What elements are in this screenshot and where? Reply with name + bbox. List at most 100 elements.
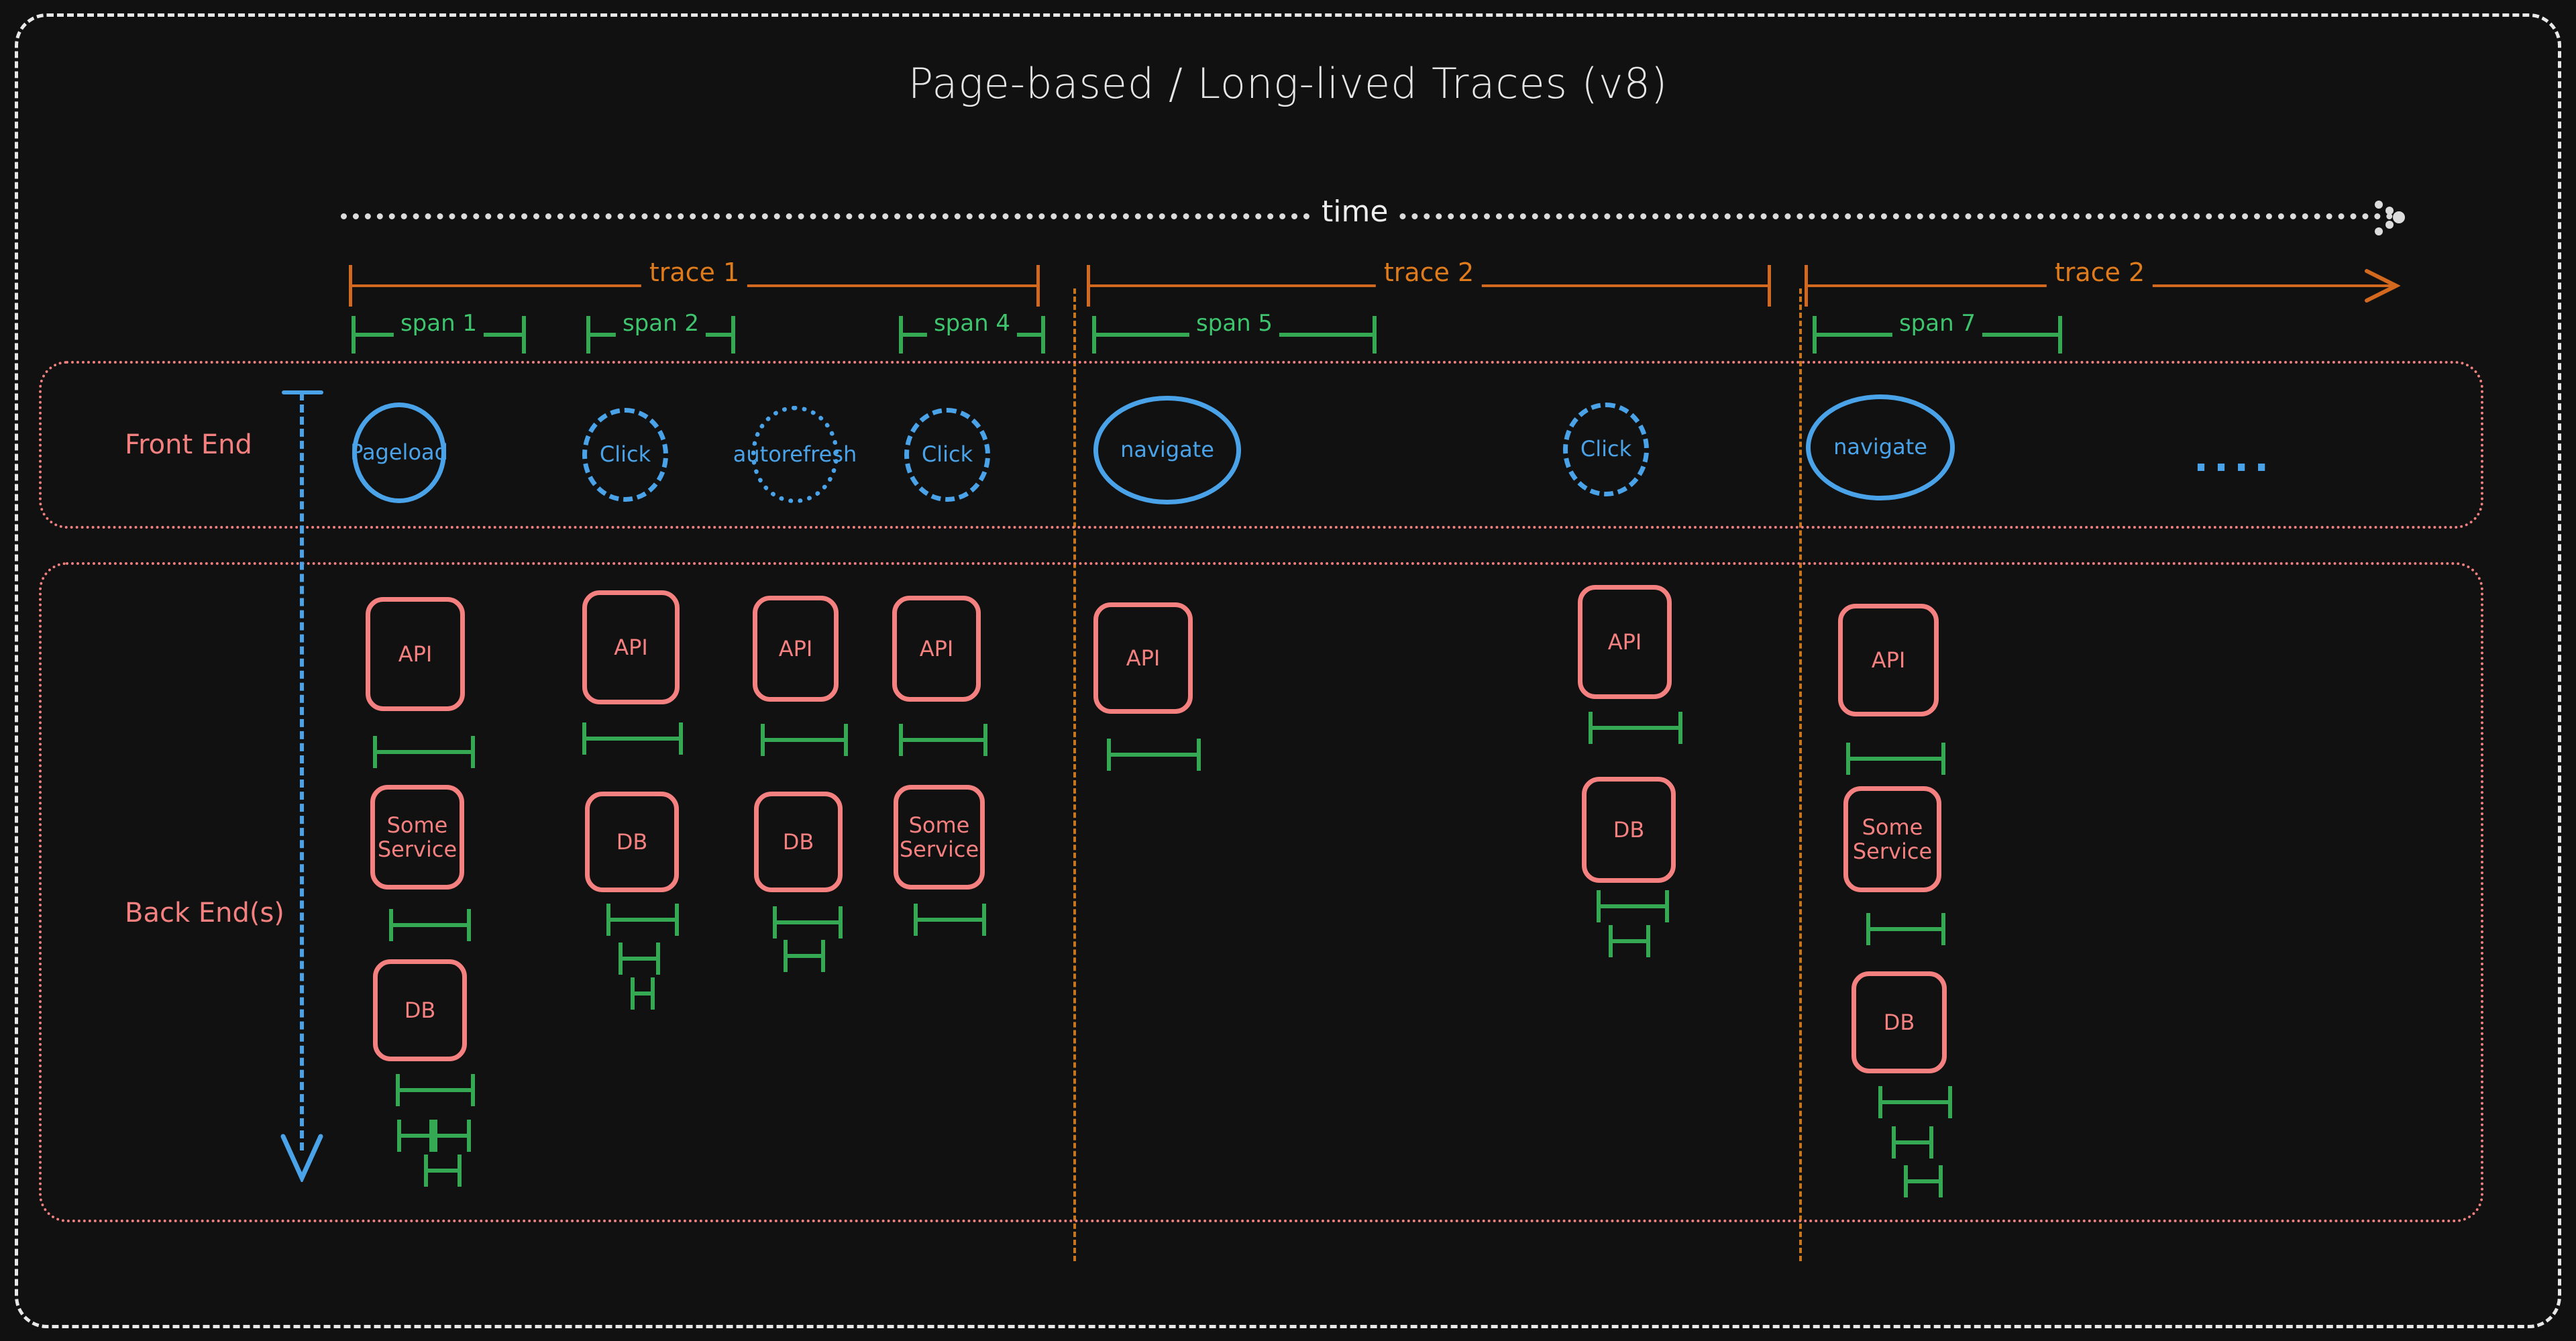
span-right-cap xyxy=(1929,1126,1933,1159)
backend-node[interactable]: DB xyxy=(585,792,679,892)
backend-node-label: DB xyxy=(404,997,436,1023)
backend-span-bar[interactable] xyxy=(619,943,660,975)
span-bar[interactable]: span 4 xyxy=(899,310,1045,354)
span-left-cap xyxy=(397,1120,401,1152)
backend-node[interactable]: DB xyxy=(1851,971,1947,1073)
backend-span-bar[interactable] xyxy=(1107,739,1201,771)
span-right-cap xyxy=(471,1074,475,1106)
trace-start-cap xyxy=(349,265,352,307)
backend-node[interactable]: API xyxy=(582,590,680,704)
span-left-cap xyxy=(606,904,610,936)
backend-section-container xyxy=(39,562,2483,1222)
span-right-cap xyxy=(471,736,475,768)
backend-span-bar[interactable] xyxy=(784,940,825,972)
span-bar[interactable]: span 5 xyxy=(1092,310,1377,354)
depth-axis-line xyxy=(300,392,304,1150)
span-right-cap xyxy=(1941,913,1945,945)
backend-span-bar[interactable] xyxy=(899,724,987,756)
backend-node[interactable]: API xyxy=(1093,602,1193,714)
span-bar[interactable]: span 1 xyxy=(352,310,526,354)
frontend-node[interactable]: Click xyxy=(582,408,668,502)
span-left-cap xyxy=(619,943,623,975)
trace-bar[interactable]: trace 2 xyxy=(1805,258,2400,307)
span-left-cap xyxy=(1866,913,1870,945)
backend-span-bar[interactable] xyxy=(914,904,986,936)
backend-span-bar[interactable] xyxy=(1866,913,1945,945)
backend-node-label: API xyxy=(1607,629,1642,655)
trace-bar[interactable]: trace 2 xyxy=(1087,258,1771,307)
backend-node[interactable]: API xyxy=(753,596,839,702)
backend-node[interactable]: API xyxy=(366,597,465,711)
backend-span-bar[interactable] xyxy=(1609,925,1650,957)
backend-node[interactable]: DB xyxy=(754,792,843,892)
backend-span-bar[interactable] xyxy=(1597,890,1669,922)
arrow-down-icon xyxy=(280,1134,323,1182)
span-right-cap xyxy=(1646,925,1650,957)
frontend-section-label: Front End xyxy=(125,429,252,460)
span-right-cap xyxy=(1665,890,1669,922)
span-right-cap xyxy=(844,724,848,756)
backend-span-bar[interactable] xyxy=(1904,1165,1943,1197)
frontend-node[interactable]: Click xyxy=(1563,403,1649,496)
backend-node[interactable]: DB xyxy=(373,959,467,1061)
backend-span-bar[interactable] xyxy=(1878,1086,1952,1118)
backend-node-label: API xyxy=(398,641,433,667)
span-left-cap xyxy=(424,1155,428,1187)
backend-span-bar[interactable] xyxy=(606,904,679,936)
span-right-cap xyxy=(467,1120,471,1152)
backend-span-bar[interactable] xyxy=(1589,712,1682,744)
backend-node[interactable]: API xyxy=(892,596,981,702)
span-right-cap xyxy=(675,904,679,936)
frontend-node-label: navigate xyxy=(1120,437,1214,463)
backend-node[interactable]: API xyxy=(1838,604,1939,716)
span-left-cap xyxy=(784,940,788,972)
backend-section-label: Back End(s) xyxy=(125,898,284,928)
span-right-cap xyxy=(458,1155,462,1187)
frontend-node[interactable]: navigate xyxy=(1093,396,1241,504)
backend-span-bar[interactable] xyxy=(773,906,843,938)
span-right-cap xyxy=(839,906,843,938)
span-bar[interactable]: span 2 xyxy=(586,310,735,354)
trace-label: trace 2 xyxy=(2046,258,2153,287)
span-right-cap xyxy=(821,940,825,972)
backend-span-bar[interactable] xyxy=(429,1120,471,1152)
span-right-cap xyxy=(1948,1086,1952,1118)
span-left-cap xyxy=(1107,739,1111,771)
frontend-node-label: refresh xyxy=(781,441,857,467)
span-left-cap xyxy=(899,316,903,354)
trace-bar[interactable]: trace 1 xyxy=(349,258,1040,307)
backend-span-bar[interactable] xyxy=(1846,743,1945,775)
span-left-cap xyxy=(1609,925,1613,957)
frontend-node-label: navigate xyxy=(1833,434,1927,460)
span-left-cap xyxy=(1589,712,1593,744)
backend-node[interactable]: API xyxy=(1578,585,1672,699)
backend-node[interactable]: DB xyxy=(1582,777,1676,883)
backend-span-bar[interactable] xyxy=(424,1155,462,1187)
frontend-node[interactable]: navigate xyxy=(1806,394,1955,500)
backend-span-bar[interactable] xyxy=(582,722,683,755)
backend-span-bar[interactable] xyxy=(631,977,655,1010)
span-label: span 7 xyxy=(1892,310,1983,337)
span-right-cap xyxy=(731,316,735,354)
span-left-cap xyxy=(582,722,586,755)
span-left-cap xyxy=(914,904,918,936)
span-bar[interactable]: span 7 xyxy=(1813,310,2062,354)
backend-span-bar[interactable] xyxy=(761,724,848,756)
backend-span-bar[interactable] xyxy=(1892,1126,1933,1159)
trace-separator-1 xyxy=(1073,288,1076,1261)
backend-span-bar[interactable] xyxy=(389,909,471,941)
backend-span-bar[interactable] xyxy=(373,736,475,768)
frontend-node-label: load xyxy=(402,439,448,466)
frontend-node[interactable]: Click xyxy=(904,408,990,502)
backend-node-label: DB xyxy=(782,828,814,855)
span-right-cap xyxy=(982,904,986,936)
backend-span-bar[interactable] xyxy=(396,1074,475,1106)
backend-node-label: DB xyxy=(1613,816,1645,843)
